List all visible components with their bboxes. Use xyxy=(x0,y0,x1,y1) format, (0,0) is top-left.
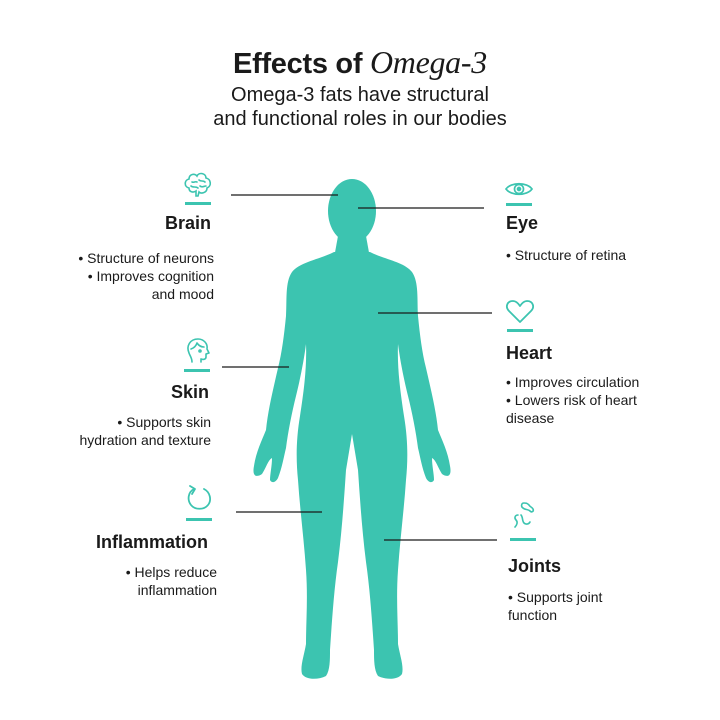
skin-description: • Supports skin hydration and texture xyxy=(79,413,211,449)
subtitle-line-2: and functional roles in our bodies xyxy=(213,108,507,130)
brain-description: • Structure of neurons • Improves cognit… xyxy=(78,249,214,303)
body xyxy=(253,252,451,679)
skin-label: Skin xyxy=(171,382,210,402)
subtitle-line-1: Omega-3 fats have structural xyxy=(231,84,489,106)
subtitle: Omega-3 fats have structural and functio… xyxy=(0,83,720,131)
inflammation-label: Inflammation xyxy=(96,532,209,552)
eye-label: Eye xyxy=(506,213,539,233)
title-main: Effects of xyxy=(233,48,363,80)
inflammation-icon-underline xyxy=(186,518,212,521)
joint-bones-icon xyxy=(506,499,540,533)
head xyxy=(328,179,376,243)
human-silhouette xyxy=(253,179,451,679)
joints-icon-underline xyxy=(510,538,536,541)
heart-desc-line: disease xyxy=(506,410,555,426)
brain-icon xyxy=(181,168,215,202)
inflammation-description: • Helps reduce inflammation xyxy=(126,563,217,599)
eye-description: • Structure of retina xyxy=(506,246,626,264)
heart-desc-line: • Improves circulation xyxy=(506,374,640,390)
heart-icon-underline xyxy=(507,329,533,332)
title-accent: Omega-3 xyxy=(369,44,487,80)
eye-desc-line: • Structure of retina xyxy=(506,247,627,263)
heart-desc-line: • Lowers risk of heart xyxy=(506,392,637,408)
heart-label: Heart xyxy=(506,343,553,363)
joints-desc-line: • Supports joint xyxy=(508,589,603,605)
joints-label: Joints xyxy=(508,556,562,576)
skin-icon-underline xyxy=(184,369,210,372)
eye-icon-underline xyxy=(506,203,532,206)
skin-desc-line: hydration and texture xyxy=(79,432,211,448)
heart-icon xyxy=(503,295,537,329)
leader-lines xyxy=(222,194,497,541)
brain-desc-line: and mood xyxy=(151,286,214,302)
title: Effects of Omega-3 xyxy=(0,44,720,81)
brain-desc-line: • Structure of neurons xyxy=(78,250,214,266)
inflammation-desc-line: inflammation xyxy=(137,582,217,598)
face-icon xyxy=(180,334,214,368)
brain-icon-underline xyxy=(185,202,211,205)
skin-desc-line: • Supports skin xyxy=(117,414,211,430)
circular-arrow-icon xyxy=(182,481,216,515)
joints-desc-line: function xyxy=(508,607,558,623)
inflammation-desc-line: • Helps reduce xyxy=(125,564,217,580)
eye-icon xyxy=(502,173,536,207)
brain-label: Brain xyxy=(165,213,212,233)
brain-desc-line: • Improves cognition xyxy=(87,268,214,284)
joints-description: • Supports joint function xyxy=(508,588,602,624)
heart-description: • Improves circulation • Lowers risk of … xyxy=(506,373,639,427)
